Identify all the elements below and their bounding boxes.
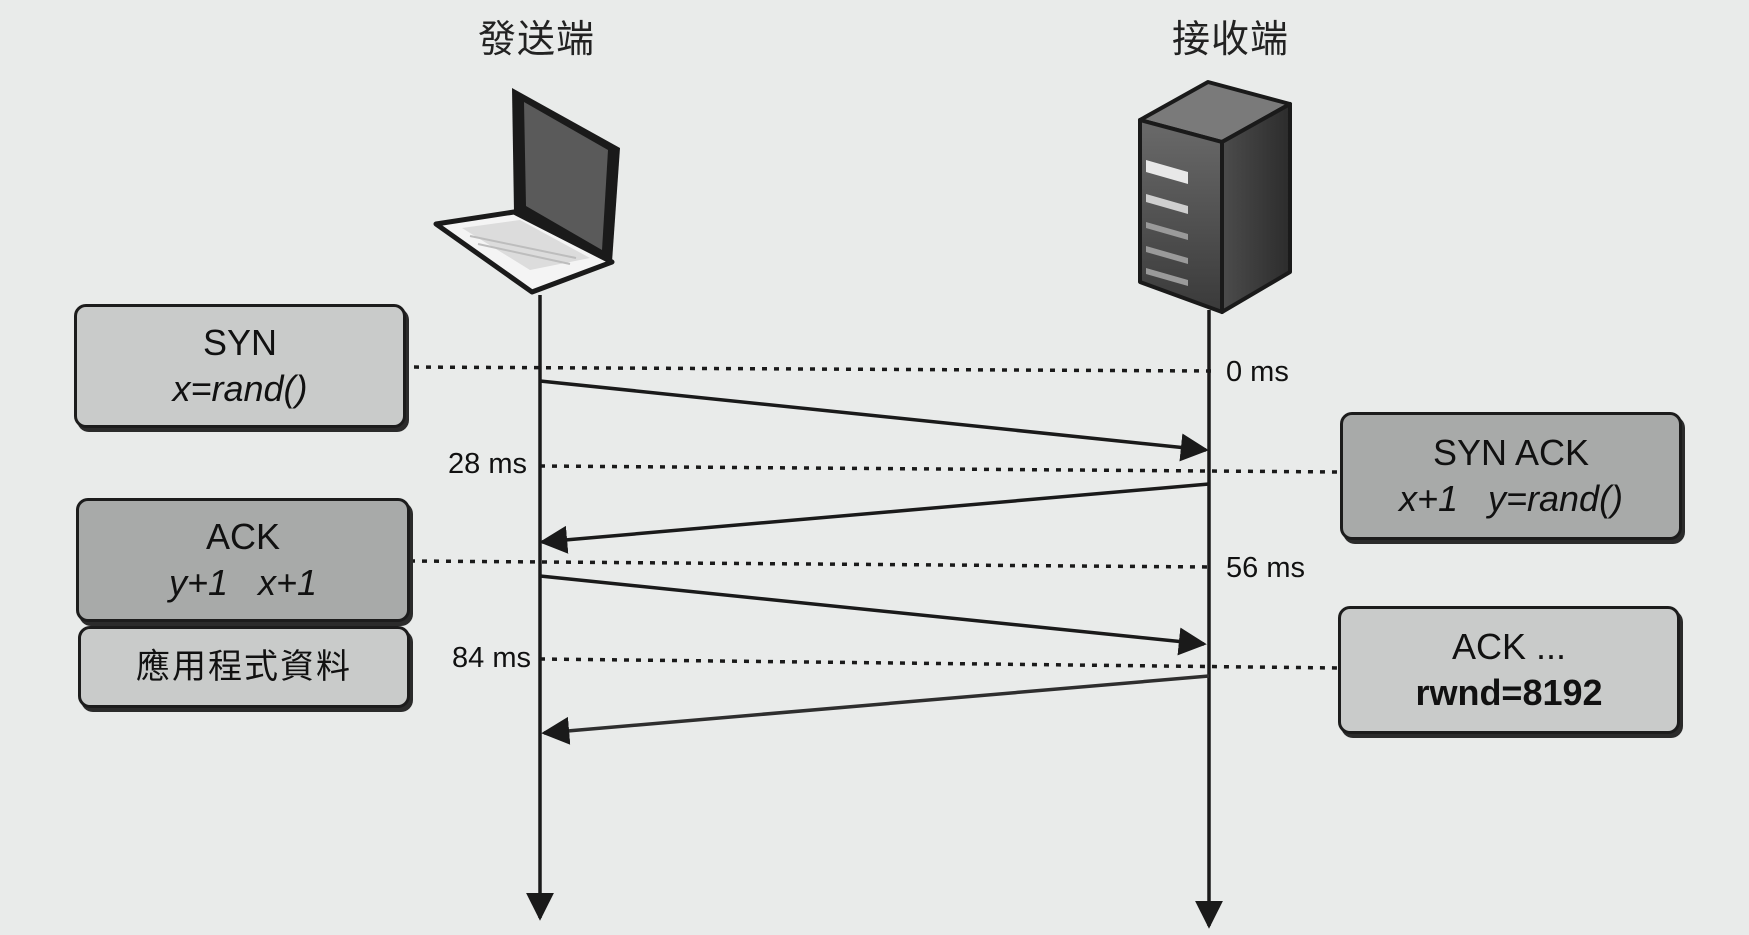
receiver-label: 接收端 [1172, 17, 1290, 61]
ack-box: ACK y+1 x+1 [76, 498, 410, 622]
laptop-icon [433, 88, 620, 295]
syn-ack-box: SYN ACK x+1 y=rand() [1340, 412, 1682, 540]
arrow-ack [539, 574, 1207, 656]
syn-ack-label: SYN ACK [1432, 432, 1590, 473]
syn-box: SYN x=rand() [74, 304, 406, 428]
dotted-line-ack-rwnd [539, 657, 1341, 670]
ack-rwnd-value: rwnd=8192 [1415, 672, 1603, 713]
arrow-syn [539, 379, 1209, 462]
dotted-line-ack [409, 559, 1213, 569]
syn-seq: x=rand() [172, 368, 308, 409]
sender-label: 發送端 [478, 17, 596, 61]
syn-ack-seq: x+1 y=rand() [1398, 478, 1624, 519]
ack-seq: y+1 x+1 [168, 562, 318, 603]
ack-label: ACK [205, 516, 281, 557]
syn-label: SYN [202, 322, 278, 363]
timestamp-0ms: 0 ms [1226, 356, 1289, 388]
server-icon [1138, 80, 1292, 314]
arrow-ack-rwnd [541, 674, 1210, 745]
app-data-label: 應用程式資料 [136, 647, 352, 687]
timestamp-28ms: 28 ms [448, 448, 527, 480]
app-data-box: 應用程式資料 [78, 626, 410, 708]
ack-rwnd-label: ACK ... [1451, 626, 1567, 667]
dotted-line-syn [401, 365, 1213, 373]
timestamp-84ms: 84 ms [452, 642, 531, 674]
dotted-line-syn-ack [539, 464, 1341, 474]
arrow-syn-ack [539, 482, 1210, 554]
timestamp-56ms: 56 ms [1226, 552, 1305, 584]
ack-rwnd-box: ACK ... rwnd=8192 [1338, 606, 1680, 734]
